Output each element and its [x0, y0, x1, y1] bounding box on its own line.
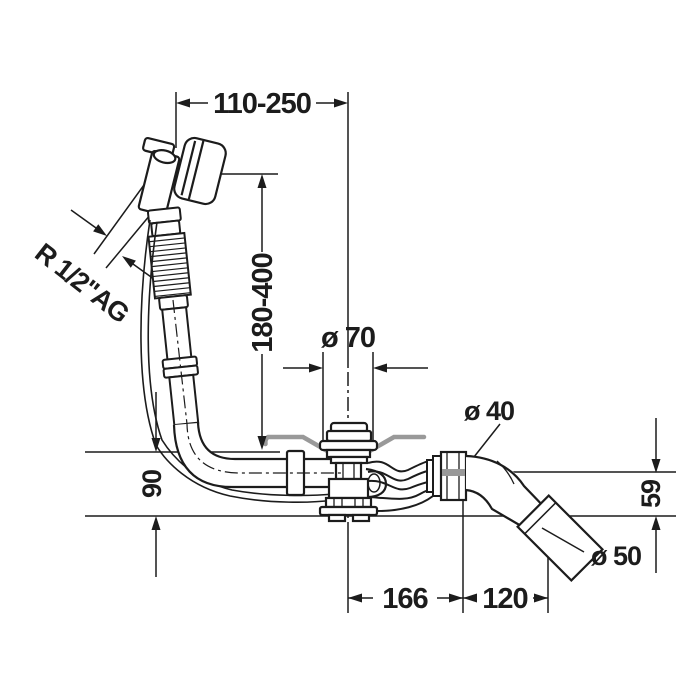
- outlet-wall-outer: [465, 454, 550, 513]
- arrow-plugdia-right: [373, 363, 387, 373]
- cable-outer: [140, 219, 335, 503]
- arrow-90-bottom: [151, 516, 161, 530]
- coupling-gray-band: [442, 469, 465, 476]
- label-height-left: 90: [137, 470, 167, 498]
- coupling-nut: [426, 450, 468, 502]
- drain-plug-disc: [325, 429, 373, 443]
- label-plug-dia: ø 70: [321, 322, 375, 354]
- overflow-knob-ridges: [180, 140, 205, 200]
- label-outlet-dia: ø 40: [464, 396, 514, 426]
- drain-foot-right: [351, 513, 371, 523]
- hose-thread-ribs: [148, 237, 191, 298]
- cable-inner: [147, 221, 335, 497]
- leader-socket-dia: [541, 527, 585, 553]
- arrow-plugdia-left: [309, 363, 323, 373]
- centerline-overflow-pipe: [172, 299, 344, 474]
- drain-outlet-eye: [367, 473, 381, 493]
- arrow-166-right: [449, 593, 463, 603]
- outlet-bend-line: [496, 460, 515, 485]
- label-height-right: 59: [636, 479, 666, 508]
- label-thread: R 1/2"AG: [29, 237, 134, 328]
- arrow-166-left: [348, 593, 362, 603]
- drain-flange: [318, 439, 379, 452]
- outlet-wall-inner: [465, 488, 529, 531]
- arrow-120-right: [534, 593, 548, 603]
- outlet-elbow-fill: [466, 456, 549, 530]
- arrow-120-left: [463, 593, 477, 603]
- drain-neck-lines: [342, 463, 355, 479]
- arrow-59-bottom: [651, 516, 661, 530]
- label-height-range: 180-400: [247, 253, 279, 352]
- overflow-knob: [173, 136, 227, 206]
- drain-waste-body: [318, 421, 388, 523]
- drain-foot-left: [327, 513, 347, 523]
- arrow-width-left: [176, 98, 190, 108]
- arrow-90-top: [151, 438, 161, 452]
- pipe-wall-top: [196, 422, 332, 461]
- overflow-inlet-opening: [152, 149, 177, 165]
- drain-base-plate: [318, 505, 379, 517]
- ext-lines-plug-dia: [322, 352, 374, 440]
- pipe-wall-bottom: [172, 424, 332, 489]
- outlet-elbow: [465, 454, 550, 531]
- drain-tee-body: [327, 477, 370, 500]
- arrow-height-bottom: [257, 436, 267, 450]
- label-socket-dia: ø 50: [591, 541, 641, 571]
- arrow-width-right: [334, 98, 348, 108]
- outlet-socket-ring: [524, 502, 557, 535]
- overflow-head: [137, 136, 227, 216]
- label-width-range: 110-250: [213, 88, 311, 120]
- dimension-arrowheads: [93, 98, 661, 603]
- label-offset-drain: 166: [382, 583, 428, 615]
- label-offset-outlet: 120: [482, 583, 527, 615]
- trap-skid: [376, 495, 434, 512]
- drain-neck: [334, 461, 363, 481]
- arrow-thread-lower: [122, 256, 136, 268]
- centerlines: [172, 299, 344, 474]
- arrow-59-top: [651, 459, 661, 473]
- control-cable: [140, 219, 335, 503]
- arrow-thread-upper: [93, 224, 107, 236]
- drain-nut: [324, 496, 373, 509]
- arrow-height-top: [257, 174, 267, 188]
- drain-nut-lines: [333, 498, 364, 507]
